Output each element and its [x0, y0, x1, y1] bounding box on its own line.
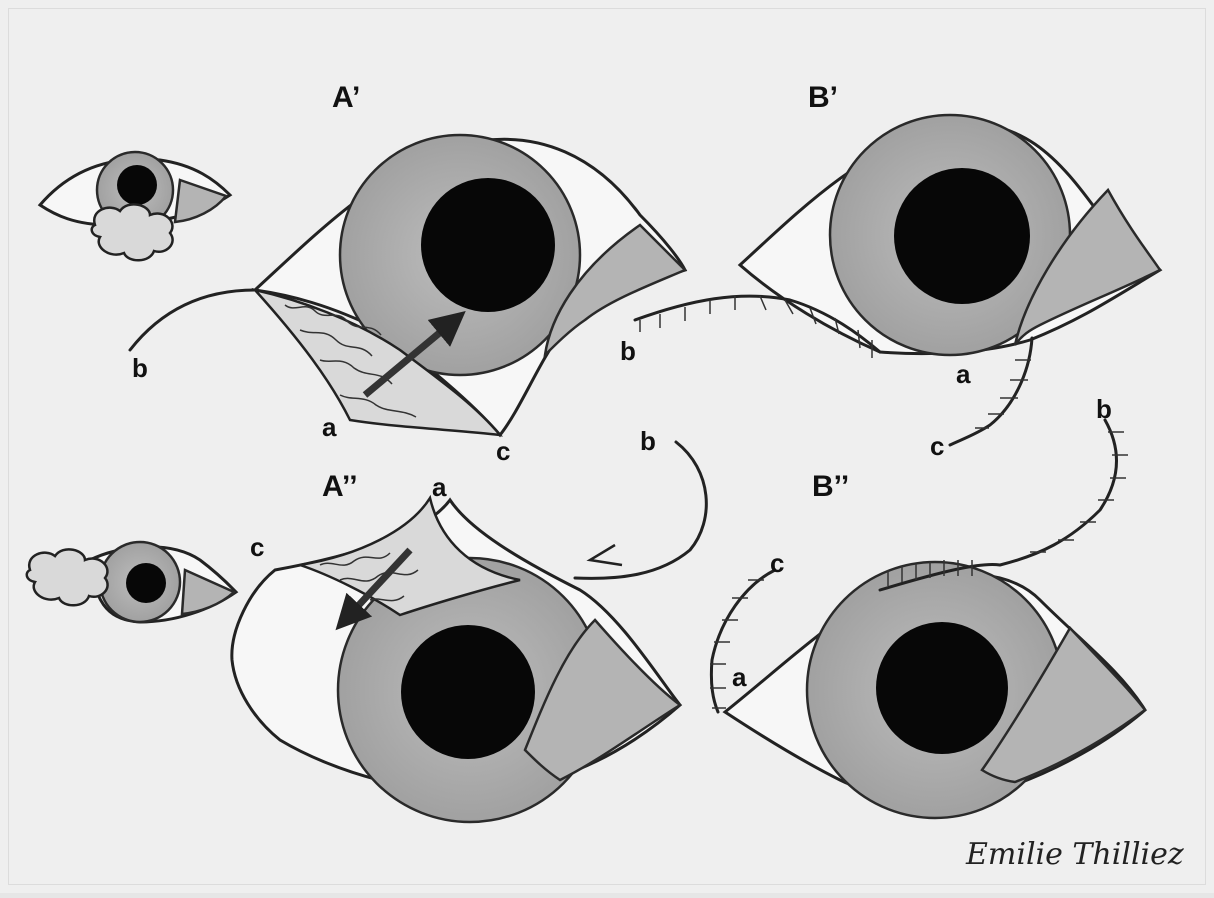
- point-label-a-b-double-prime: a: [732, 662, 747, 692]
- eye-b-prime: [635, 115, 1160, 445]
- panel-label-a-prime: A’: [332, 81, 360, 114]
- point-label-b-a-prime: b: [132, 353, 148, 383]
- point-label-a-a-prime: a: [322, 412, 337, 442]
- point-label-a-b-prime: a: [956, 359, 971, 389]
- small-eye-bottom: [27, 542, 236, 622]
- point-label-c-a-double-prime: c: [250, 532, 264, 562]
- point-label-c-a-prime: c: [496, 436, 510, 466]
- eye-b-double-prime: [710, 420, 1145, 818]
- point-label-c-b-double-prime: c: [770, 548, 784, 578]
- artist-signature: Emilie Thilliez: [965, 837, 1184, 872]
- panel-label-b-prime: B’: [808, 81, 838, 114]
- eye-a-double-prime: [232, 442, 706, 822]
- point-label-b-b-double-prime: b: [1096, 394, 1112, 424]
- point-label-b-b-prime: b: [620, 336, 636, 366]
- panel-label-b-double-prime: B’’: [812, 470, 849, 503]
- point-label-c-b-prime: c: [930, 431, 944, 461]
- point-label-a-a-double-prime: a: [432, 472, 447, 502]
- point-label-b-a-double-prime: b: [640, 426, 656, 456]
- small-eye-top: [40, 152, 230, 260]
- panel-label-a-double-prime: A’’: [322, 470, 358, 503]
